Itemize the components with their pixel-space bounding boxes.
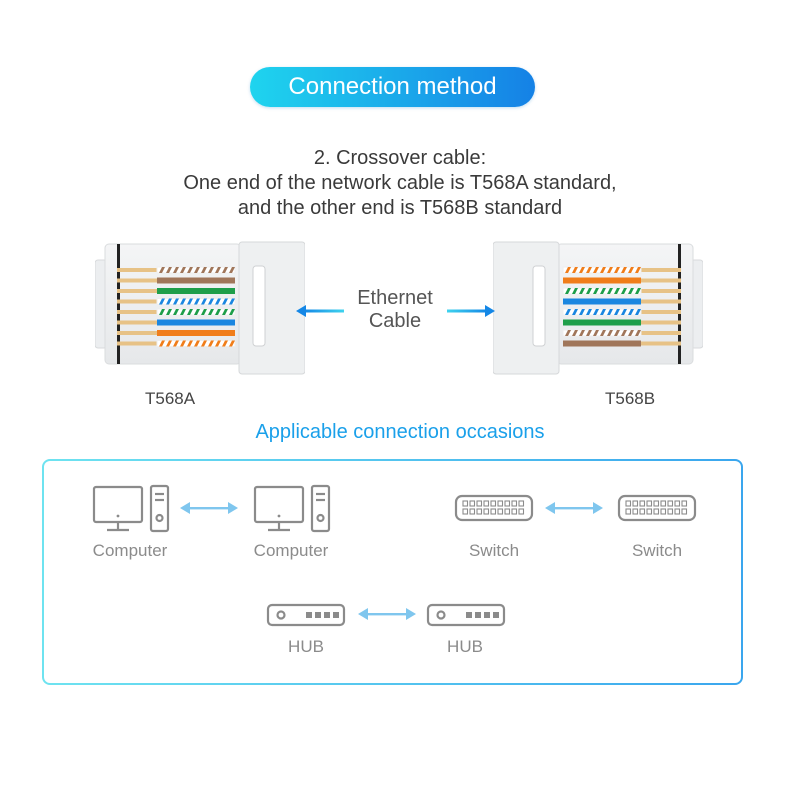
t568a-connector-illustration: [95, 241, 305, 375]
description-line-2: One end of the network cable is T568A st…: [183, 172, 617, 194]
right-arrow-icon: [447, 305, 495, 317]
section-header-pill: Connection method: [250, 67, 535, 107]
t568b-connector-illustration: [493, 241, 703, 375]
switch-label-right: Switch: [631, 541, 683, 560]
double-arrow-icon: [358, 608, 416, 620]
ethernet-label-line-1: Ethernet: [357, 287, 433, 309]
switch-icon: [617, 494, 697, 522]
occasions-panel: [42, 459, 743, 685]
computer-label-right: Computer: [253, 541, 329, 560]
computer-icon: [253, 484, 331, 533]
t568b-wires: [562, 266, 681, 347]
t568a-wires: [117, 266, 236, 347]
computer-label-left: Computer: [92, 541, 168, 560]
occasions-title: Applicable connection occasions: [255, 421, 545, 443]
section-title: Connection method: [288, 73, 497, 100]
double-arrow-icon: [545, 502, 603, 514]
computer-icon: [92, 484, 170, 533]
hub-icon: [266, 603, 346, 627]
description-line-3: and the other end is T568B standard: [237, 197, 563, 219]
ethernet-cable-label: Ethernet Cable: [335, 287, 455, 333]
ethernet-label-line-2: Cable: [368, 310, 422, 332]
switch-label-left: Switch: [468, 541, 520, 560]
left-arrow-icon: [296, 305, 344, 317]
hub-label-left: HUB: [288, 637, 324, 656]
t568b-label: T568B: [605, 389, 656, 408]
description-line-1: 2. Crossover cable:: [313, 147, 487, 169]
t568a-label: T568A: [145, 389, 196, 408]
hub-icon: [426, 603, 506, 627]
hub-label-right: HUB: [447, 637, 483, 656]
switch-icon: [454, 494, 534, 522]
description: 2. Crossover cable: One end of the netwo…: [100, 146, 700, 221]
double-arrow-icon: [180, 502, 238, 514]
